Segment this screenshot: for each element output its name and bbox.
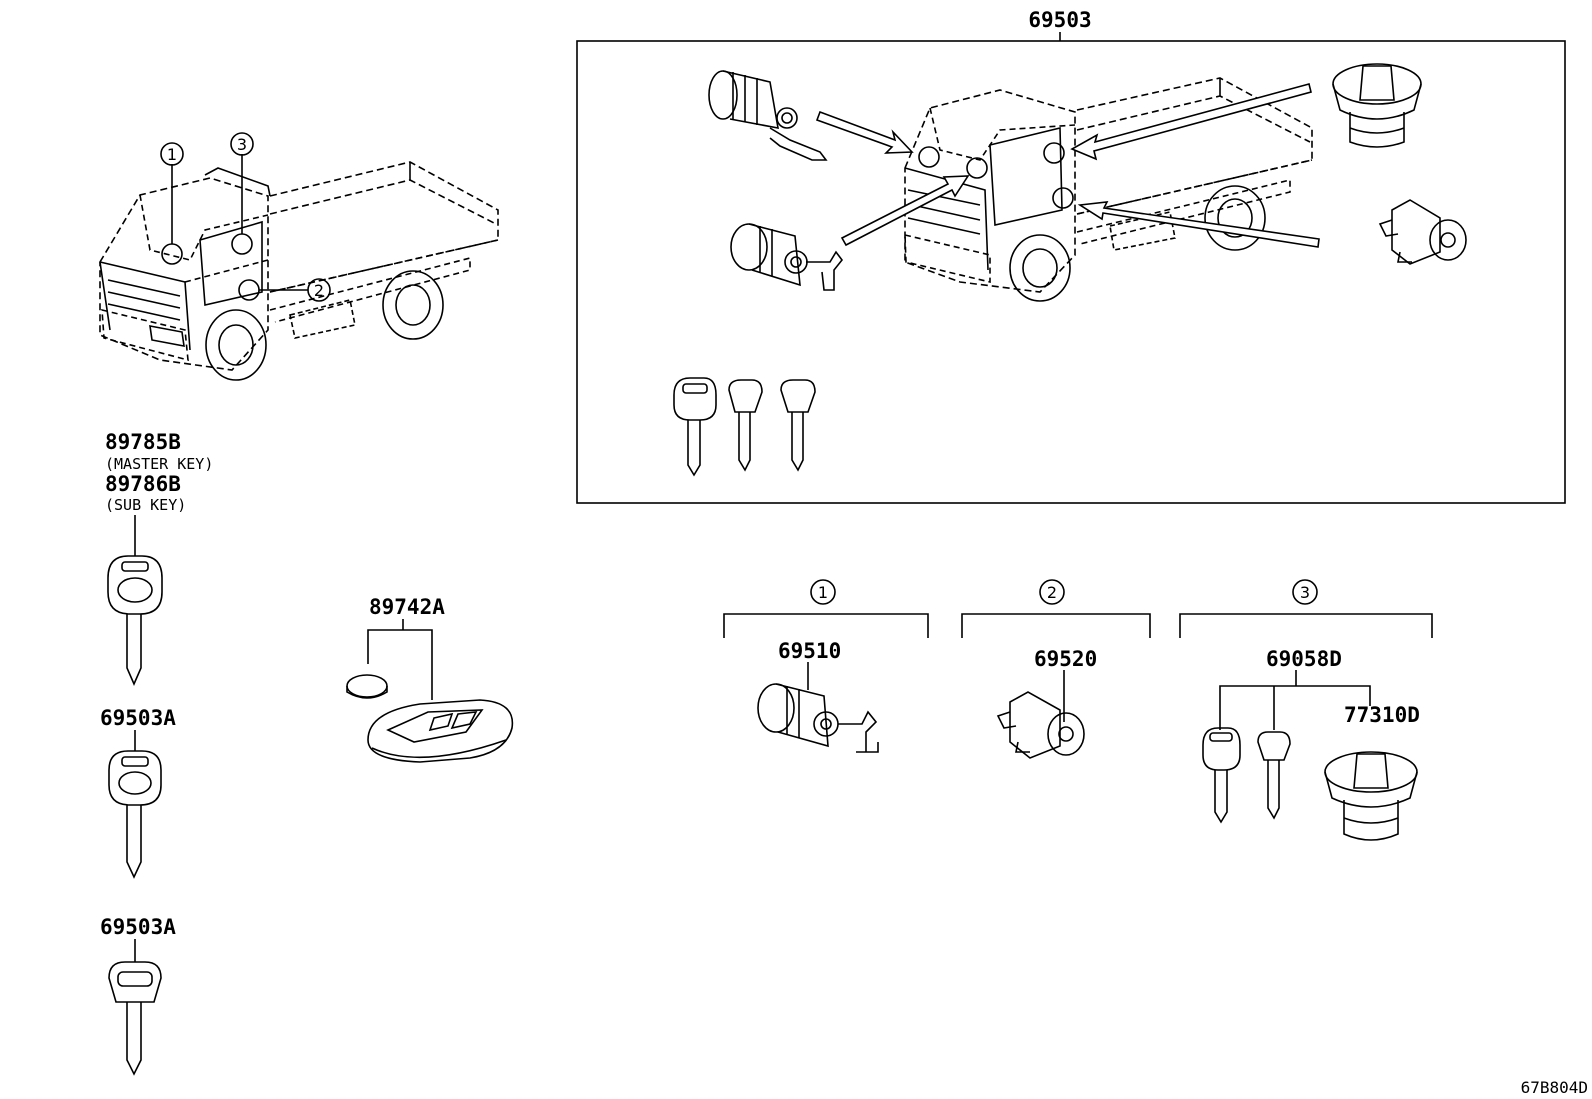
svg-text:2: 2 bbox=[314, 281, 324, 300]
ignition-cylinder-69510-icon bbox=[757, 683, 879, 753]
glove-box-lock-icon bbox=[1378, 199, 1467, 265]
door-lock-cylinder-icon bbox=[708, 70, 828, 161]
label-89786b: 89786B bbox=[105, 472, 181, 496]
label-69520: 69520 bbox=[1034, 647, 1097, 671]
svg-text:2: 2 bbox=[1047, 583, 1057, 602]
lock-cylinder-69520-icon bbox=[996, 691, 1085, 759]
svg-text:1: 1 bbox=[167, 145, 177, 164]
smart-key-fob-icon bbox=[367, 699, 514, 763]
svg-text:3: 3 bbox=[1300, 583, 1310, 602]
label-69510: 69510 bbox=[778, 639, 841, 663]
label-sub-key: (SUB KEY) bbox=[105, 496, 186, 514]
master-key-icon bbox=[107, 555, 163, 686]
svg-text:1: 1 bbox=[818, 583, 828, 602]
fuel-cap-icon bbox=[1332, 63, 1422, 148]
group-1-bracket bbox=[723, 613, 929, 638]
callout-3-truck: 3 bbox=[230, 132, 254, 156]
label-69503a-1: 69503A bbox=[100, 706, 176, 730]
callout-3-group: 3 bbox=[1292, 579, 1318, 605]
group-3-bracket bbox=[1179, 613, 1433, 638]
label-69503a-2: 69503A bbox=[100, 915, 176, 939]
ignition-lock-cylinder-icon bbox=[730, 223, 844, 291]
label-89785b: 89785B bbox=[105, 430, 181, 454]
label-89742a: 89742A bbox=[369, 595, 445, 619]
set-69503-frame bbox=[576, 40, 1566, 504]
diagram-code: 67B804D bbox=[1521, 1078, 1588, 1097]
label-69503: 69503 bbox=[1028, 8, 1091, 32]
pointer-arrows bbox=[815, 83, 1320, 248]
fuel-cap-77310d-icon bbox=[1324, 751, 1418, 841]
group-3-leader bbox=[1219, 685, 1371, 730]
callout-1-group: 1 bbox=[810, 579, 836, 605]
truck-illustration-large bbox=[904, 77, 1313, 302]
key-69503a-plain-icon bbox=[108, 961, 162, 1076]
svg-text:3: 3 bbox=[237, 135, 247, 154]
callout-2-truck: 2 bbox=[307, 278, 331, 302]
key-69503a-icon bbox=[108, 750, 162, 879]
key-69058d-plain-icon bbox=[1257, 731, 1291, 820]
key-69058d-icon bbox=[1202, 727, 1241, 824]
callout-1-truck: 1 bbox=[160, 142, 184, 166]
callout-2-group: 2 bbox=[1039, 579, 1065, 605]
battery-icon bbox=[346, 674, 388, 699]
label-69058d: 69058D bbox=[1266, 647, 1342, 671]
label-77310d: 77310D bbox=[1344, 703, 1420, 727]
group-2-bracket bbox=[961, 613, 1151, 638]
key-set-icon bbox=[673, 377, 816, 477]
label-master-key: (MASTER KEY) bbox=[105, 455, 213, 473]
truck-illustration-small bbox=[99, 154, 499, 381]
